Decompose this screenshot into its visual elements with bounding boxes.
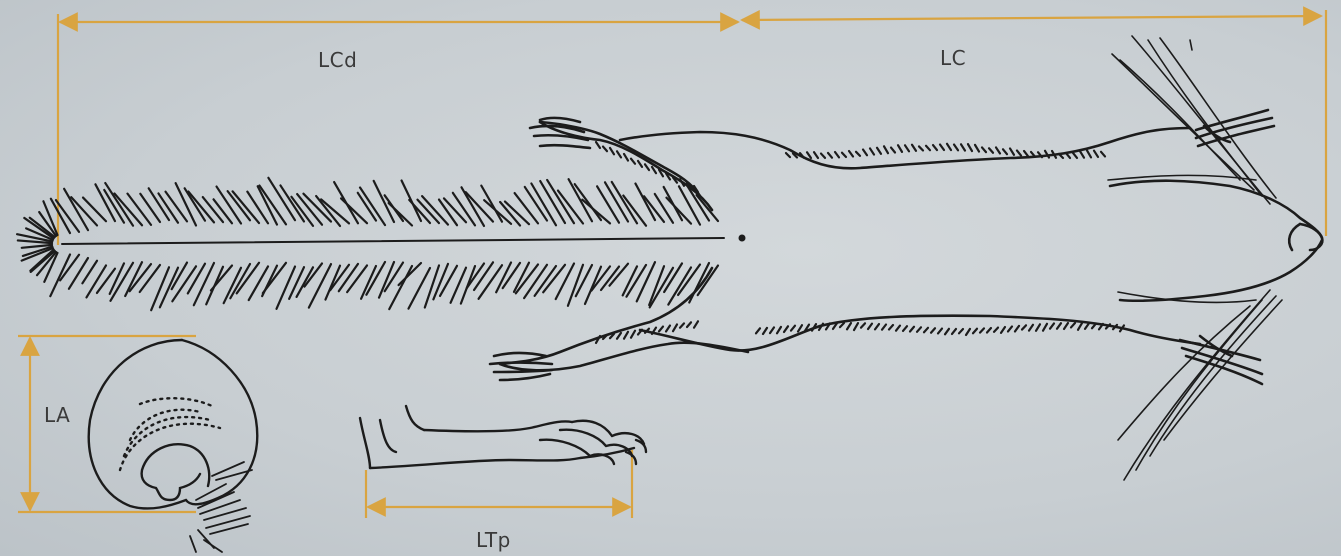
body-drawing (490, 110, 1322, 384)
tail-length-label: LCd (318, 48, 357, 72)
hind-foot-drawing (360, 406, 646, 468)
ear-outline (89, 340, 186, 508)
whiskers (1108, 36, 1282, 480)
whisker-pad-lower (1180, 336, 1262, 384)
foot-claws (626, 440, 646, 464)
foot-upper-outline (424, 421, 572, 431)
foot-leg-lines (360, 406, 424, 468)
tail-drawing (17, 178, 745, 310)
ear-inner-opening (142, 444, 210, 500)
head-body-length-label: LC (940, 46, 966, 70)
hind-foot-length-label: LTp (476, 528, 511, 552)
body-upper-outline (540, 122, 1190, 196)
ear-inner-dots-4 (140, 398, 212, 406)
ear-length-label: LA (44, 403, 70, 427)
ear-inner-dots-3 (120, 424, 220, 470)
anus-dot (739, 235, 746, 242)
head-outline-upper (1110, 181, 1322, 238)
foot-sole-outline (370, 448, 634, 468)
tail-midline (62, 238, 724, 244)
ear-drawing (89, 340, 258, 552)
ear-inner-dots-1 (130, 410, 200, 440)
body-lower-outline (500, 268, 1200, 364)
head-body-length-arrow (742, 16, 1321, 20)
